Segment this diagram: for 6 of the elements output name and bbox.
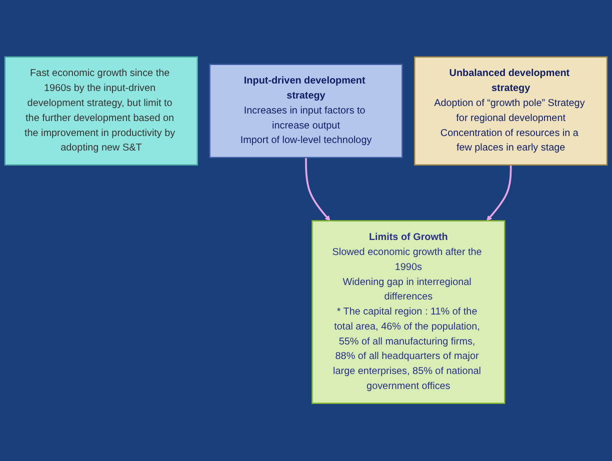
arrow bbox=[486, 165, 512, 222]
node-box: Input-driven development strategy Increases in input factors to increase output Import of low-level technology bbox=[209, 64, 403, 158]
node-box: Fast economic growth since the 1960s by the input-driven development strategy, but limit to the further development based on the improvement in productivity by adopting new S&T bbox=[4, 56, 198, 166]
node-box: Limits of Growth Slowed economic growth after the 1990s Widening gap in interregional differences * The capital region : 11% of the total area, 46% of the population, 55% of all manufacturing firms, 88% of all headquarters of major large enterprises, 85% of national government offices bbox=[312, 220, 506, 404]
node-box: Unbalanced development strategy Adoption of “growth pole” Strategy for regional development Concentration of resources in a few places in early stage bbox=[414, 56, 608, 166]
arrow bbox=[305, 158, 330, 222]
